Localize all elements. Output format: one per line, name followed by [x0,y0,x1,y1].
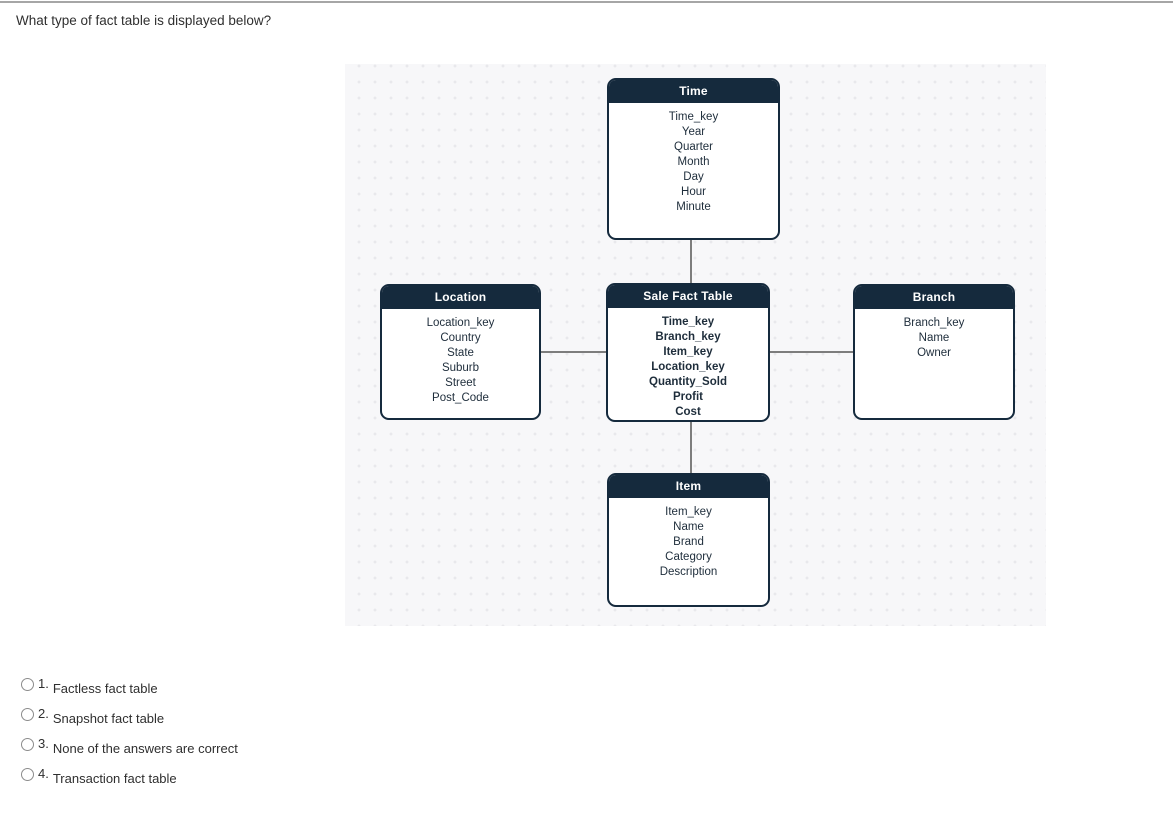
question-text: What type of fact table is displayed bel… [16,13,272,28]
table-field: Name [673,521,704,533]
radio-button-icon[interactable] [21,768,34,781]
option-number: 1. [38,676,49,691]
answer-options: 1. Factless fact table 2. Snapshot fact … [21,676,238,796]
table-field: Brand [673,536,704,548]
table-field: Name [918,332,950,344]
table-field: Country [440,332,481,344]
table-field: Owner [917,347,951,359]
table-field: Hour [681,186,706,198]
table-field: Profit [672,391,704,403]
radio-button-icon[interactable] [21,708,34,721]
connector-time-fact [690,240,692,283]
table-field: Minute [676,201,711,213]
answer-option-1[interactable]: 1. Factless fact table [21,676,238,706]
entity-title-sale-fact: Sale Fact Table [608,285,768,308]
answer-option-4[interactable]: 4. Transaction fact table [21,766,238,796]
entity-title-branch: Branch [855,286,1013,309]
table-field: Item_key [663,346,713,358]
table-field: Month [677,156,710,168]
option-label: Snapshot fact table [52,711,165,726]
table-field: Cost [675,406,701,418]
table-field: Suburb [441,362,480,374]
table-field: Quarter [674,141,713,153]
table-field: Item_key [665,506,712,518]
connector-fact-item [690,422,692,473]
answer-option-2[interactable]: 2. Snapshot fact table [21,706,238,736]
table-field: Day [683,171,704,183]
table-field: Quantity_Sold [649,376,727,388]
top-divider [0,1,1173,3]
option-number: 2. [38,706,49,721]
table-field: Post_Code [432,392,489,404]
connector-fact-branch [770,351,853,353]
table-field: Category [665,551,712,563]
entity-title-time: Time [609,80,778,103]
option-label: None of the answers are correct [52,741,238,756]
table-field: Branch_key [655,331,721,343]
table-field: Time_key [661,316,715,328]
table-field: Location_key [651,361,725,373]
table-field: Year [681,126,706,138]
option-number: 3. [38,736,49,751]
table-field: Time_key [668,111,719,123]
table-field: State [447,347,474,359]
connector-location-fact [541,351,606,353]
entity-title-location: Location [382,286,539,309]
table-field: Street [445,377,476,389]
option-number: 4. [38,766,49,781]
radio-button-icon[interactable] [21,678,34,691]
option-label: Transaction fact table [52,771,177,786]
table-field: Location_key [426,317,495,329]
table-field: Description [659,566,718,578]
entity-title-item: Item [609,475,768,498]
radio-button-icon[interactable] [21,738,34,751]
option-label: Factless fact table [52,681,158,696]
answer-option-3[interactable]: 3. None of the answers are correct [21,736,238,766]
table-field: Branch_key [903,317,965,329]
